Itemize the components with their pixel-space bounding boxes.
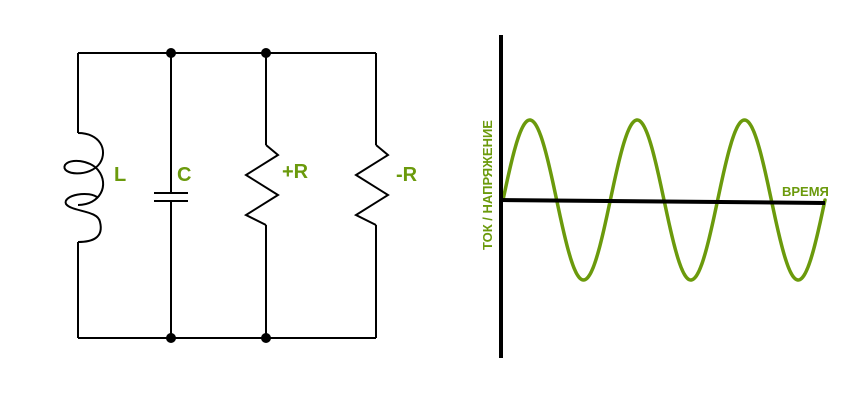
neg-resistor-zigzag xyxy=(353,144,390,226)
positive-resistor-label: +R xyxy=(282,161,309,183)
junction-dot xyxy=(261,48,271,58)
negative-resistor-label: -R xyxy=(396,164,418,186)
y-axis-label: ТОК / НАПРЯЖЕНИЕ xyxy=(480,120,495,250)
x-axis xyxy=(500,198,826,205)
capacitor-label: C xyxy=(177,164,191,186)
junction-dot xyxy=(166,48,176,58)
pos-resistor-zigzag xyxy=(243,144,280,226)
junction-dots xyxy=(166,48,271,343)
oscillation-plot: ТОК / НАПРЯЖЕНИЕ ВРЕМЯ xyxy=(480,35,829,358)
x-axis-label: ВРЕМЯ xyxy=(782,184,829,199)
circuit-schematic xyxy=(63,52,390,339)
junction-dot xyxy=(166,333,176,343)
inductor-coil xyxy=(63,132,105,243)
junction-dot xyxy=(261,333,271,343)
inductor-label: L xyxy=(114,164,126,186)
